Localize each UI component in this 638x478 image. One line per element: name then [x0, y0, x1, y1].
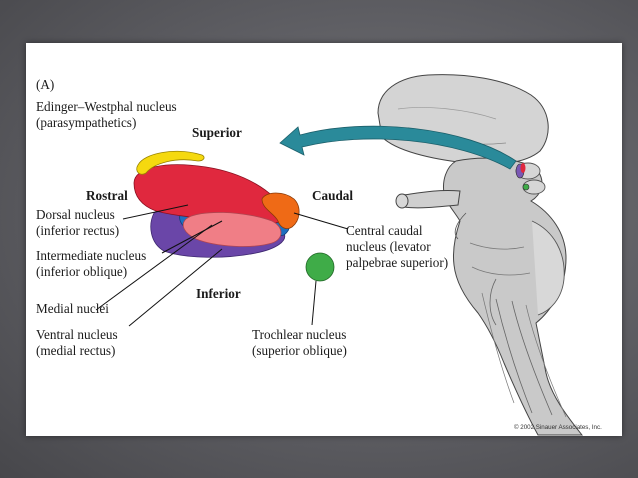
intermediate-nucleus-sublabel: (inferior oblique)	[36, 264, 127, 279]
trochlear-nucleus-label: Trochlear nucleus	[252, 327, 346, 342]
dorsal-nucleus-label: Dorsal nucleus	[36, 207, 115, 222]
medial-nuclei-label: Medial nuclei	[36, 301, 109, 316]
superior-label: Superior	[192, 125, 242, 140]
central-caudal-shape	[261, 192, 300, 229]
inferior-label: Inferior	[196, 286, 241, 301]
edinger-westphal-shape	[136, 150, 205, 175]
intermediate-nucleus-label: Intermediate nucleus	[36, 248, 146, 263]
intermediate-nucleus-shape	[182, 212, 282, 247]
figure-panel: (A) Edinger–Westphal nucleus (parasympat…	[26, 43, 622, 436]
brainstem-nucleus-dot	[520, 163, 526, 173]
central-caudal-sublabel-2: palpebrae superior)	[346, 255, 448, 270]
oculomotor-nucleus-diagram: (A) Edinger–Westphal nucleus (parasympat…	[36, 74, 602, 436]
edinger-westphal-sublabel: (parasympathetics)	[36, 115, 136, 130]
copyright-notice: © 2002 Sinauer Associates, Inc.	[514, 424, 602, 431]
edinger-westphal-label: Edinger–Westphal nucleus	[36, 99, 177, 114]
central-caudal-sublabel-1: nucleus (levator	[346, 239, 431, 254]
leader-lines	[95, 204, 349, 327]
brainstem-trochlear-dot	[522, 183, 530, 191]
trochlear-nucleus-sublabel: (superior oblique)	[252, 343, 347, 358]
central-caudal-label: Central caudal	[346, 223, 423, 238]
trochlear-nucleus-shape	[305, 252, 335, 282]
panel-label: (A)	[36, 77, 54, 92]
pointer-arrow	[279, 125, 517, 170]
ventral-nucleus-sublabel: (medial rectus)	[36, 343, 115, 358]
caudal-label: Caudal	[312, 188, 353, 203]
rostral-label: Rostral	[86, 188, 128, 203]
dorsal-nucleus-sublabel: (inferior rectus)	[36, 223, 119, 238]
ventral-nucleus-label: Ventral nucleus	[36, 327, 118, 342]
